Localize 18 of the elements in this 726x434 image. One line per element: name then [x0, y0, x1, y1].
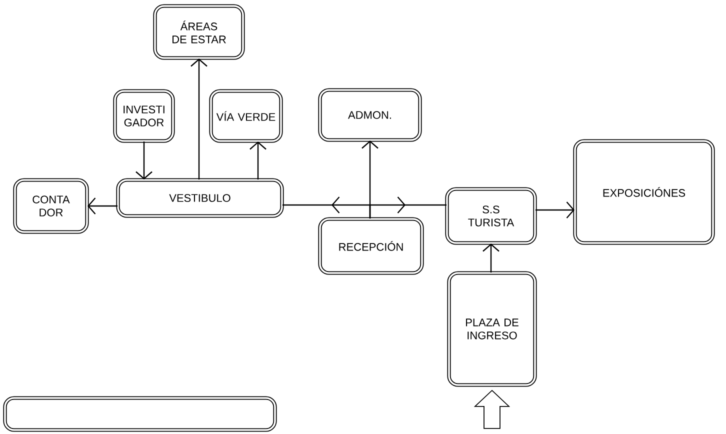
room-box: RECEPCIÓN — [318, 217, 424, 275]
room-box: ADMON. — [318, 88, 422, 142]
room-box: EXPOSICIÓNES — [573, 139, 715, 245]
room-box: INVESTI GADOR — [113, 89, 175, 143]
room-box: VÍA VERDE — [209, 89, 283, 143]
arrow — [362, 140, 378, 219]
room-box: S.S TURISTA — [445, 187, 537, 245]
room-box: ÁREAS DE ESTAR — [153, 4, 245, 60]
arrow — [136, 141, 152, 180]
room-box: VESTIBULO — [116, 178, 284, 218]
arrow — [482, 243, 500, 273]
arrow — [87, 198, 118, 214]
panel-box — [3, 396, 277, 432]
arrow — [250, 141, 266, 180]
room-box: CONTA DOR — [13, 178, 89, 234]
arrow — [190, 58, 208, 180]
room-box: PLAZA DE INGRESO — [447, 271, 537, 387]
arrow — [535, 202, 575, 218]
